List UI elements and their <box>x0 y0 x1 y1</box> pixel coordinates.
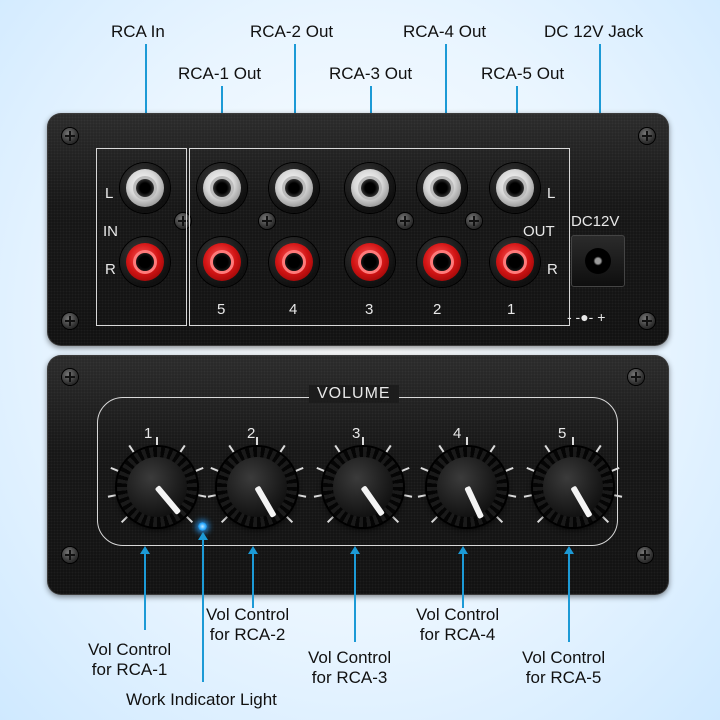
arrow-vol5 <box>564 546 574 554</box>
arrow-vol2 <box>248 546 258 554</box>
rear-panel: L IN R L OUT R 5 4 3 2 1 DC12V - -●- + <box>47 113 669 346</box>
arrow-vol4 <box>458 546 468 554</box>
input-frame <box>96 148 187 326</box>
callout-rca5-out: RCA-5 Out <box>481 64 565 83</box>
screw-icon <box>639 313 655 329</box>
leader-rca3 <box>370 86 372 134</box>
volume-scale-tick <box>572 437 574 445</box>
volume-label: VOLUME <box>309 385 399 403</box>
dc-power-jack[interactable] <box>571 235 625 287</box>
rca-out5-left-jack[interactable] <box>197 163 247 213</box>
leader-rca5 <box>516 86 518 134</box>
label-right-in: R <box>105 261 116 278</box>
leader-rca-in <box>145 44 147 134</box>
label-left-in: L <box>105 185 114 202</box>
volume-scale-tick <box>256 437 258 445</box>
leader-rca4 <box>445 44 447 134</box>
callout-dc-jack: DC 12V Jack <box>544 22 644 41</box>
arrow-vol1 <box>140 546 150 554</box>
front-panel: VOLUME 1 2 3 4 5 <box>47 355 669 595</box>
leader-vol3 <box>354 554 356 642</box>
volume-knob-3[interactable] <box>323 447 403 527</box>
leader-vol5 <box>568 554 570 642</box>
leader-work-light <box>202 540 204 682</box>
volume-knob-5[interactable] <box>533 447 613 527</box>
volume-scale-tick <box>362 437 364 445</box>
knob-number: 1 <box>144 425 153 442</box>
rca-out3-right-jack[interactable] <box>345 237 395 287</box>
leader-rca1 <box>221 86 223 134</box>
volume-knob-4[interactable] <box>427 447 507 527</box>
output-number: 5 <box>217 301 226 318</box>
knob-number: 5 <box>558 425 567 442</box>
volume-scale-tick <box>466 437 468 445</box>
screw-icon <box>175 213 191 229</box>
knob-number: 2 <box>247 425 256 442</box>
volume-knob-2[interactable] <box>217 447 297 527</box>
callout-rca2-out: RCA-2 Out <box>250 22 334 41</box>
output-number: 1 <box>507 301 516 318</box>
volume-scale-tick <box>156 437 158 445</box>
rca-in-right-jack[interactable] <box>120 237 170 287</box>
screw-icon <box>397 213 413 229</box>
leader-vol1 <box>144 554 146 630</box>
rca-out2-right-jack[interactable] <box>417 237 467 287</box>
rca-out5-right-jack[interactable] <box>197 237 247 287</box>
work-indicator-led <box>198 522 207 531</box>
arrow-work-light <box>198 532 208 540</box>
dc-label: DC12V <box>571 213 620 230</box>
volume-knob-1[interactable] <box>117 447 197 527</box>
knob-number: 4 <box>453 425 462 442</box>
leader-rca2 <box>294 44 296 134</box>
knob-number: 3 <box>352 425 361 442</box>
output-frame <box>189 148 570 326</box>
screw-icon <box>62 313 78 329</box>
rca-out1-left-jack[interactable] <box>490 163 540 213</box>
leader-vol2 <box>252 554 254 608</box>
label-right-out: R <box>547 261 558 278</box>
screw-icon <box>62 369 78 385</box>
screw-icon <box>259 213 275 229</box>
output-number: 2 <box>433 301 442 318</box>
callout-rca-in: RCA In <box>111 22 165 41</box>
output-number: 3 <box>365 301 374 318</box>
screw-icon <box>62 128 78 144</box>
rca-out2-left-jack[interactable] <box>417 163 467 213</box>
screw-icon <box>62 547 78 563</box>
rca-out3-left-jack[interactable] <box>345 163 395 213</box>
label-in: IN <box>103 223 118 240</box>
callout-work-light: Work Indicator Light <box>126 690 277 709</box>
leader-vol4 <box>462 554 464 608</box>
rca-out4-right-jack[interactable] <box>269 237 319 287</box>
output-number: 4 <box>289 301 298 318</box>
rca-out4-left-jack[interactable] <box>269 163 319 213</box>
callout-rca4-out: RCA-4 Out <box>403 22 487 41</box>
label-out: OUT <box>523 223 555 240</box>
polarity-symbol: - -●- + <box>567 309 606 325</box>
label-left-out: L <box>547 185 556 202</box>
screw-icon <box>628 369 644 385</box>
screw-icon <box>637 547 653 563</box>
arrow-vol3 <box>350 546 360 554</box>
rca-in-left-jack[interactable] <box>120 163 170 213</box>
callout-rca1-out: RCA-1 Out <box>178 64 262 83</box>
screw-icon <box>466 213 482 229</box>
callout-rca3-out: RCA-3 Out <box>329 64 413 83</box>
screw-icon <box>639 128 655 144</box>
rca-out1-right-jack[interactable] <box>490 237 540 287</box>
